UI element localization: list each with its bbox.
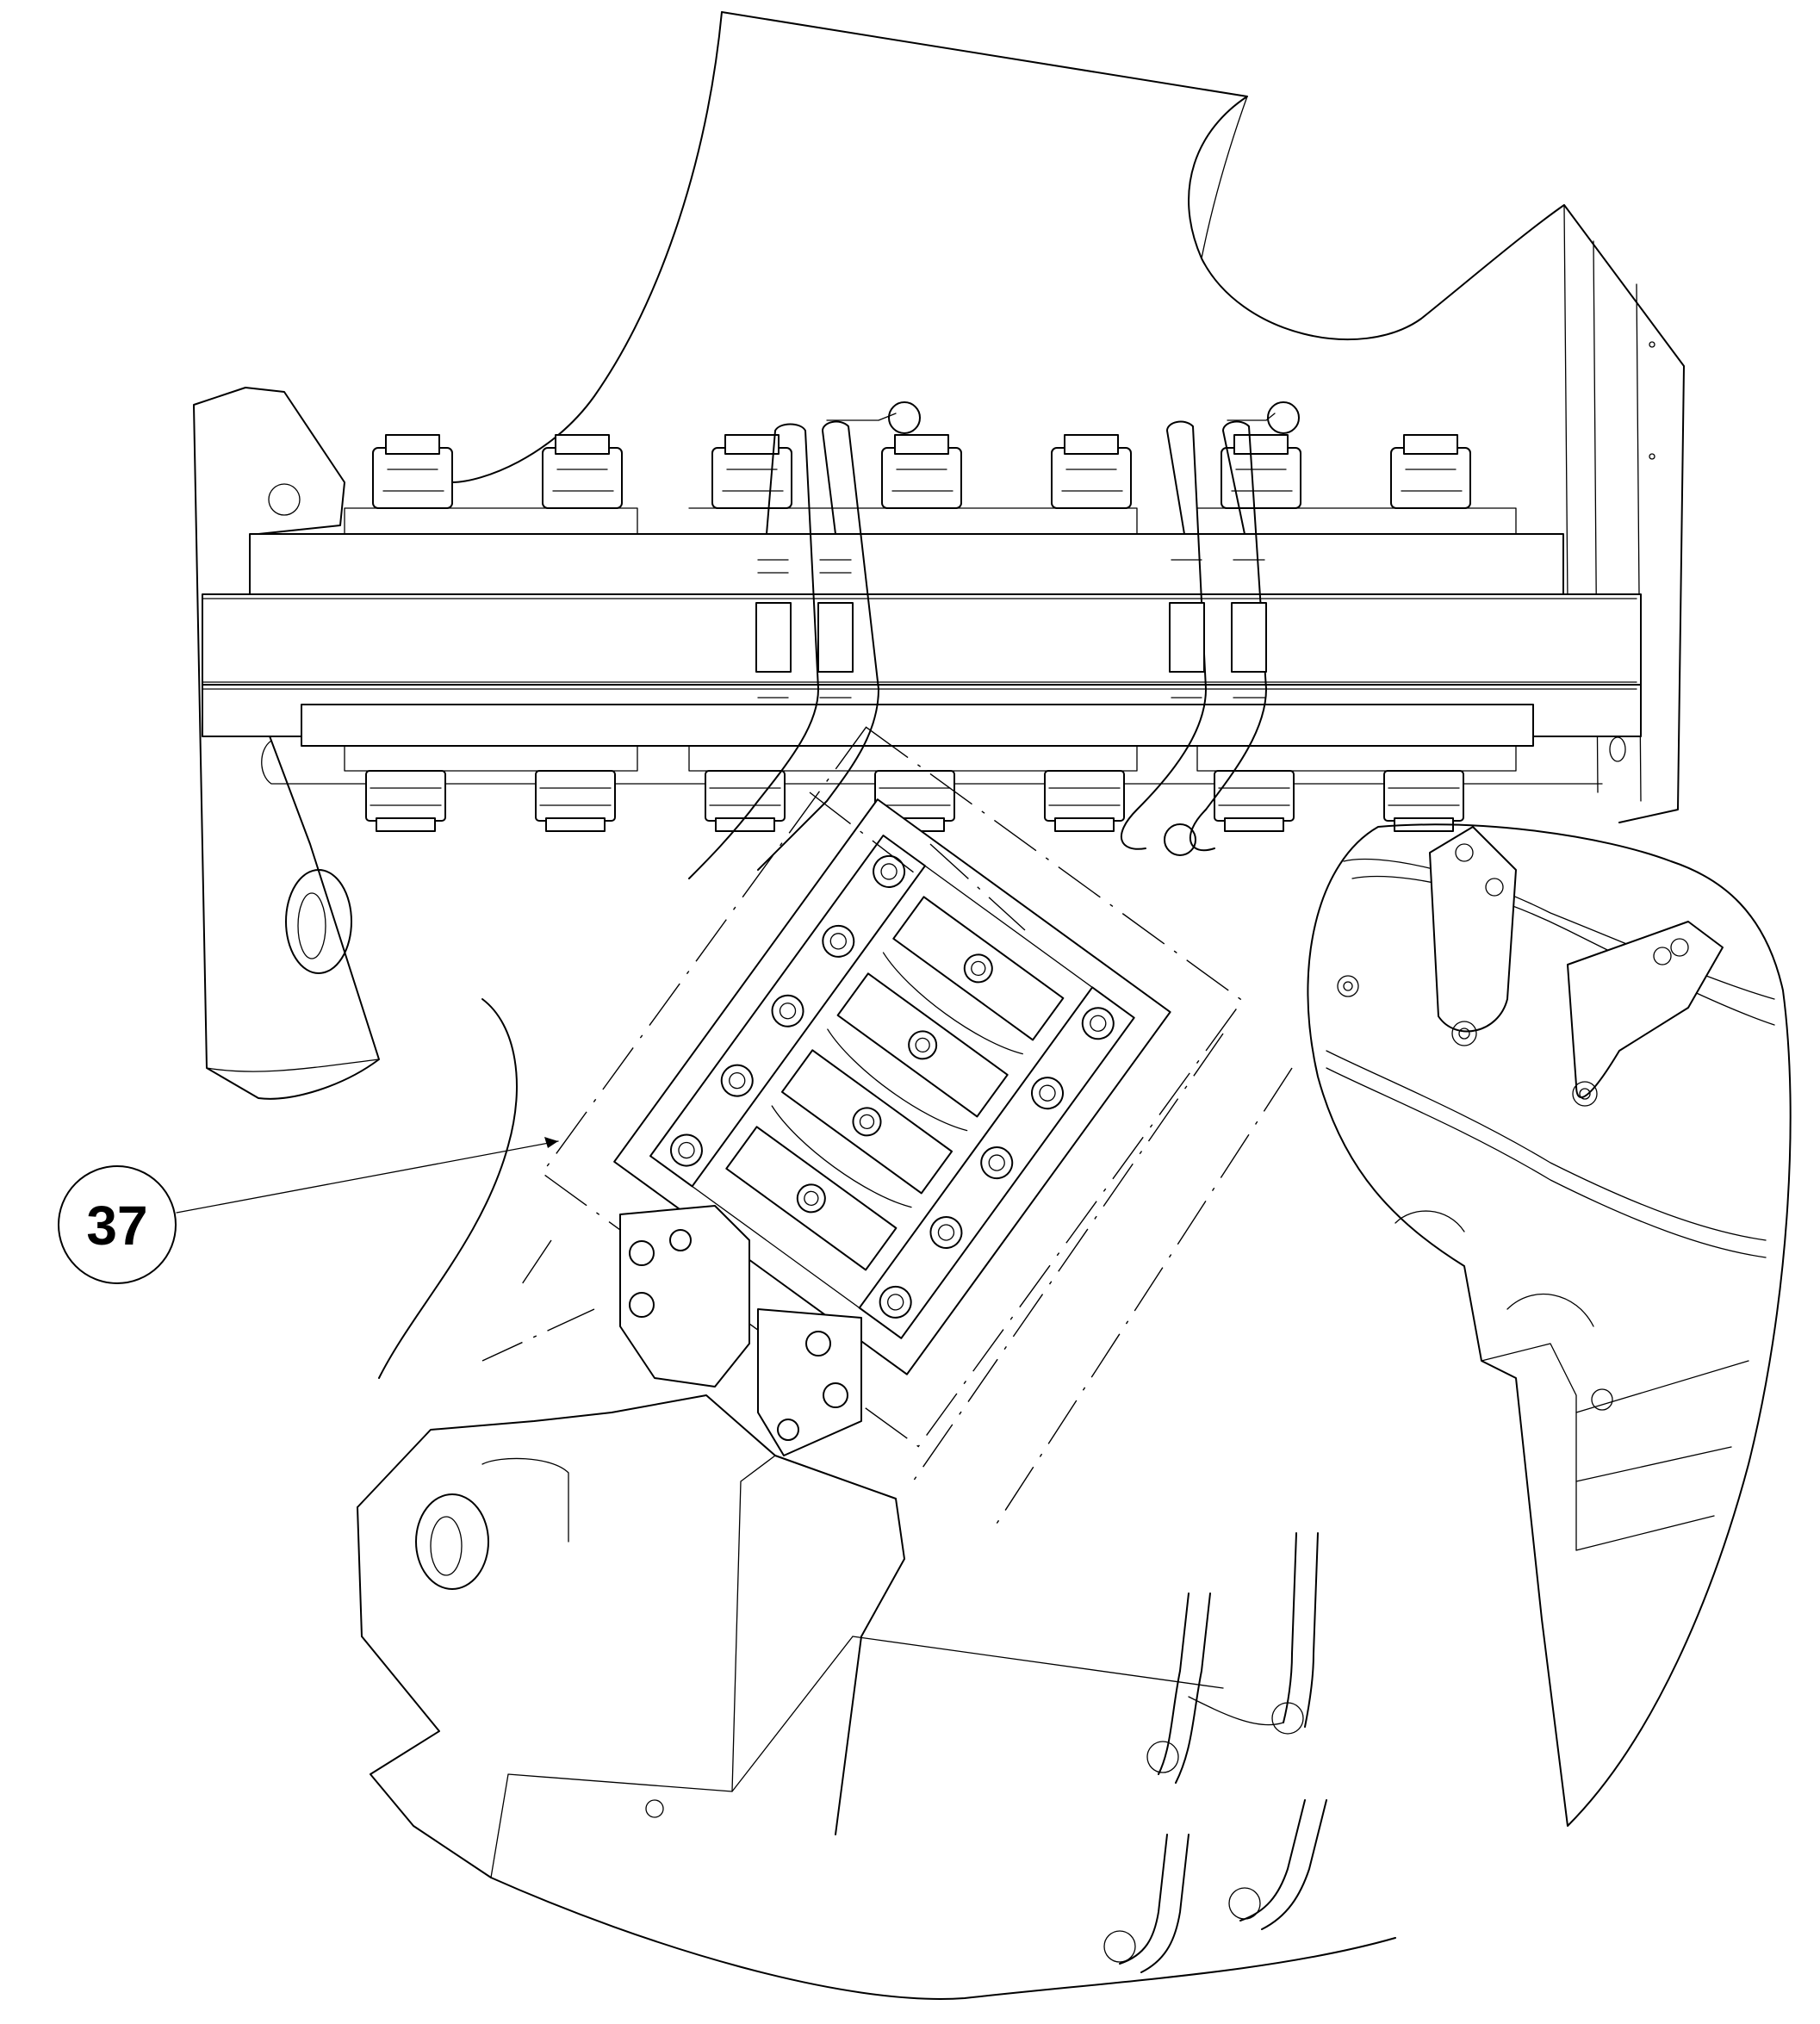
lower-frame bbox=[357, 998, 1396, 2000]
upper-housing bbox=[451, 11, 1685, 823]
top-nut-row bbox=[372, 434, 1471, 509]
bottom-nut bbox=[1383, 770, 1464, 832]
bottom-nut-row bbox=[365, 770, 1464, 832]
cable-harness-right bbox=[1120, 401, 1300, 856]
leader-line bbox=[176, 1140, 559, 1214]
top-nut bbox=[711, 434, 792, 509]
lower-bracket bbox=[619, 1205, 862, 1456]
bottom-nut bbox=[365, 770, 446, 832]
contact-block-assembly bbox=[541, 726, 1244, 1448]
top-nut bbox=[542, 434, 623, 509]
top-nut bbox=[1221, 434, 1301, 509]
top-nut bbox=[372, 434, 453, 509]
horizontal-beam bbox=[202, 507, 1642, 785]
left-flange bbox=[193, 387, 380, 1100]
callout-37: 37 bbox=[58, 1137, 559, 1284]
callout-number: 37 bbox=[86, 1195, 147, 1257]
top-nut bbox=[881, 434, 962, 509]
top-nut bbox=[1390, 434, 1471, 509]
bottom-nut bbox=[705, 770, 786, 832]
leader-arrowhead bbox=[544, 1137, 558, 1148]
top-nut bbox=[1051, 434, 1132, 509]
cable-harness-left bbox=[688, 401, 921, 879]
block-bolts bbox=[669, 854, 1115, 1319]
bottom-nut bbox=[1214, 770, 1295, 832]
cable-pigtails bbox=[1103, 1532, 1327, 1973]
detail-view bbox=[1307, 823, 1792, 1827]
bottom-nut bbox=[535, 770, 616, 832]
explode-lines bbox=[481, 792, 1293, 1534]
bottom-nut bbox=[1044, 770, 1125, 832]
callout-balloon bbox=[58, 1165, 177, 1284]
